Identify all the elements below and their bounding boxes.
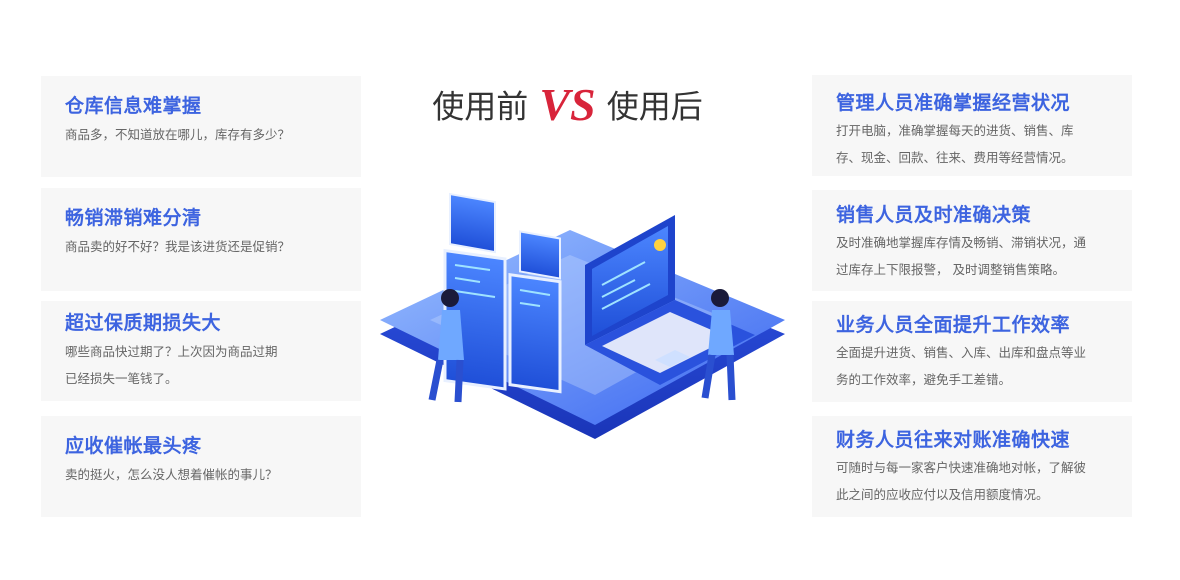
card-title: 畅销滞销难分清 (65, 207, 202, 229)
person-left (428, 289, 464, 403)
card-desc-line: 已经损失一笔钱了。 (65, 371, 178, 386)
problem-card-inventory: 仓库信息难掌握 商品多，不知道放在哪儿，库存有多少？ (41, 76, 361, 177)
benefit-card-business: 业务人员全面提升工作效率 全面提升进货、销售、入库、出库和盘点等业 务的工作效率… (812, 301, 1132, 402)
card-desc-line: 此之间的应收应付以及信用额度情况。 (836, 487, 1049, 502)
problem-card-expiry: 超过保质期损失大 哪些商品快过期了？上次因为商品过期 已经损失一笔钱了。 (41, 301, 361, 401)
card-desc-line: 存、现金、回款、往来、费用等经营情况。 (836, 150, 1074, 165)
card-desc: 及时准确地掌握库存情及畅销、滞销状况，通 过库存上下限报警， 及时调整销售策略。 (836, 229, 1110, 283)
card-desc: 打开电脑，准确掌握每天的进货、销售、库 存、现金、回款、往来、费用等经营情况。 (836, 117, 1110, 171)
card-desc: 哪些商品快过期了？上次因为商品过期 已经损失一笔钱了。 (65, 338, 339, 392)
problem-card-receivables: 应收催帐最头疼 卖的挺火，怎么没人想着催帐的事儿？ (41, 416, 361, 517)
card-title: 管理人员准确掌握经营状况 (836, 92, 1071, 114)
card-title: 财务人员往来对账准确快速 (836, 429, 1071, 451)
headline-before: 使用前 (432, 87, 529, 126)
comparison-headline: 使用前 VS 使用后 (395, 78, 740, 131)
benefit-card-management: 管理人员准确掌握经营状况 打开电脑，准确掌握每天的进货、销售、库 存、现金、回款… (812, 75, 1132, 176)
headline-after: 使用后 (606, 87, 703, 126)
card-desc: 全面提升进货、销售、入库、出库和盘点等业 务的工作效率，避免手工差错。 (836, 339, 1110, 393)
card-desc: 商品多，不知道放在哪儿，库存有多少？ (65, 127, 291, 142)
card-title: 超过保质期损失大 (65, 312, 222, 334)
problem-card-sales: 畅销滞销难分清 商品卖的好不好？我是该进货还是促销？ (41, 188, 361, 291)
benefit-card-finance: 财务人员往来对账准确快速 可随时与每一家客户快速准确地对帐，了解彼 此之间的应收… (812, 416, 1132, 517)
card-desc-line: 哪些商品快过期了？上次因为商品过期 (65, 344, 278, 359)
card-desc-line: 过库存上下限报警， 及时调整销售策略。 (836, 262, 1065, 277)
card-title: 仓库信息难掌握 (65, 95, 202, 117)
card-desc-line: 打开电脑，准确掌握每天的进货、销售、库 (836, 123, 1074, 138)
card-desc: 商品卖的好不好？我是该进货还是促销？ (65, 239, 291, 254)
card-desc-line: 可随时与每一家客户快速准确地对帐，了解彼 (836, 460, 1087, 475)
card-desc-line: 务的工作效率，避免手工差错。 (836, 372, 1012, 387)
card-title: 业务人员全面提升工作效率 (836, 314, 1071, 336)
person-right (701, 289, 736, 401)
card-desc-line: 及时准确地掌握库存情及畅销、滞销状况，通 (836, 235, 1087, 250)
card-desc: 卖的挺火，怎么没人想着催帐的事儿？ (65, 467, 278, 482)
benefit-card-sales: 销售人员及时准确决策 及时准确地掌握库存情及畅销、滞销状况，通 过库存上下限报警… (812, 190, 1132, 291)
card-desc-line: 全面提升进货、销售、入库、出库和盘点等业 (836, 345, 1087, 360)
card-desc: 可随时与每一家客户快速准确地对帐，了解彼 此之间的应收应付以及信用额度情况。 (836, 454, 1110, 508)
card-title: 应收催帐最头疼 (65, 435, 202, 457)
isometric-software-illustration (380, 192, 785, 439)
card-title: 销售人员及时准确决策 (836, 204, 1032, 226)
headline-vs: VS (539, 79, 596, 130)
